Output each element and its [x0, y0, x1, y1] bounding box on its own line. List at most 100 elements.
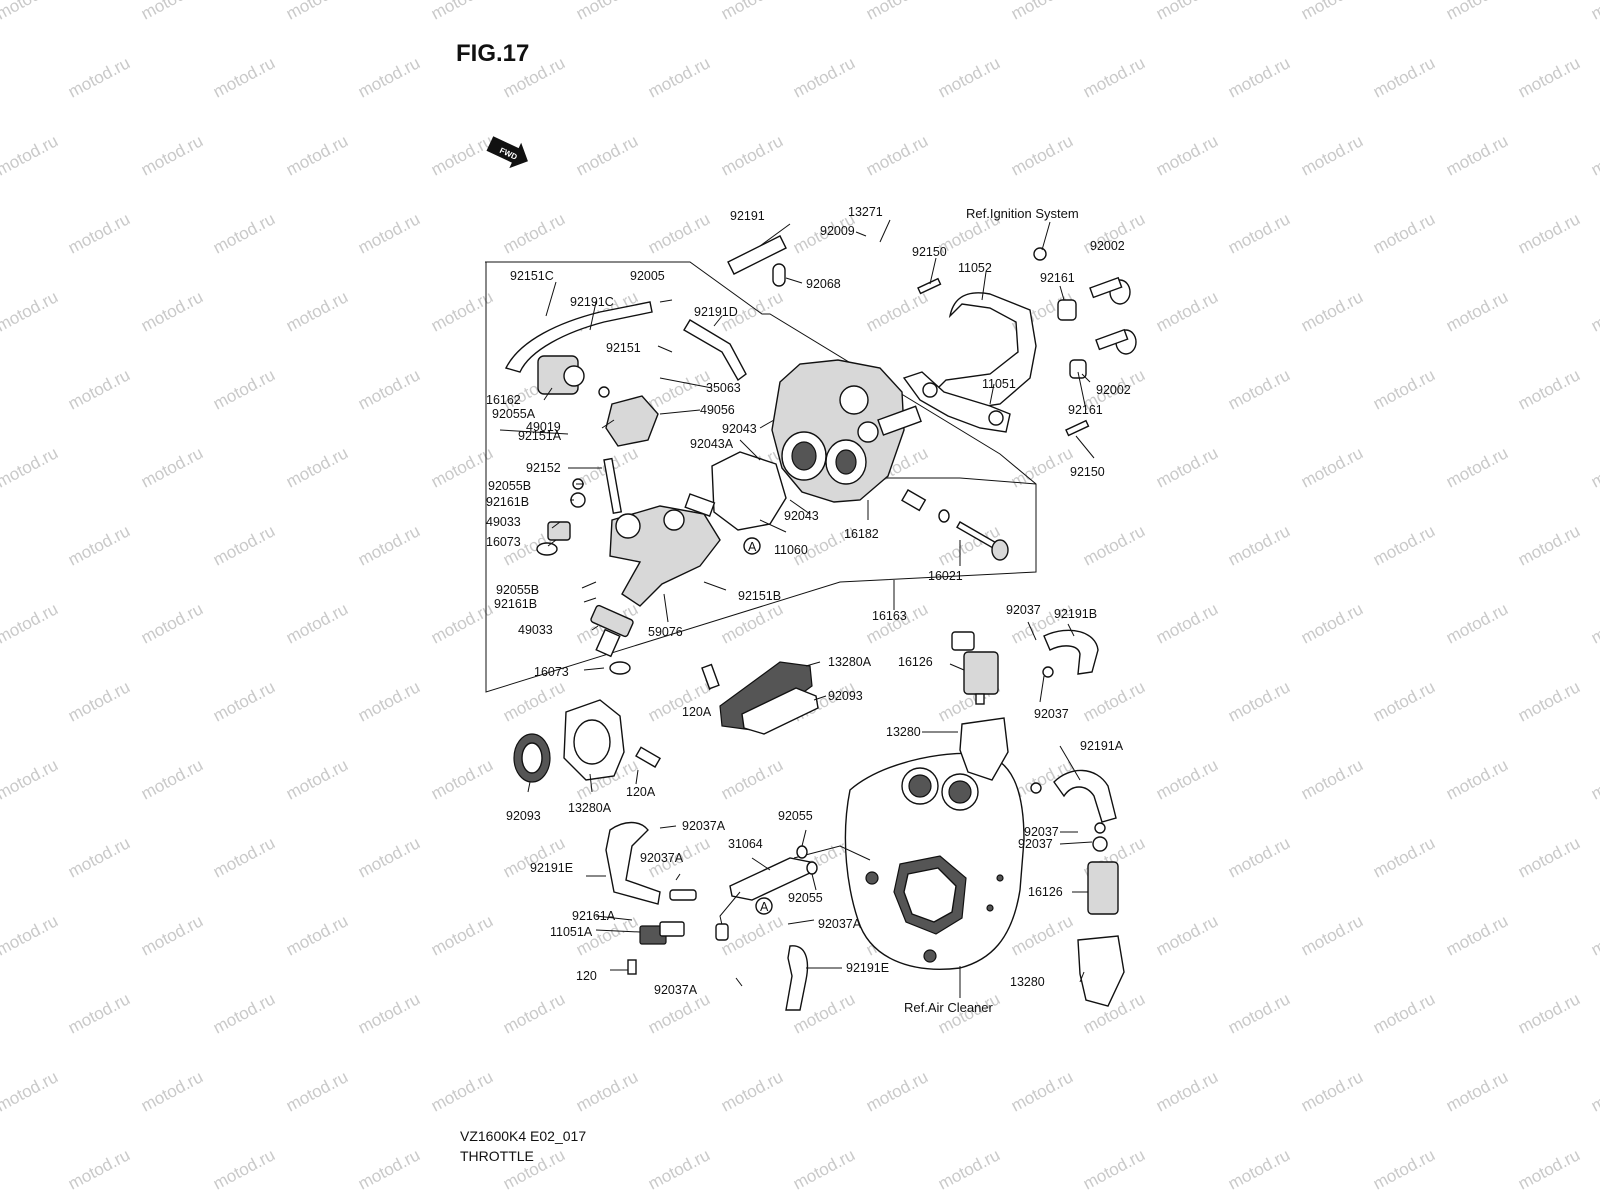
watermark-text: motod.ru: [283, 755, 351, 803]
part-number-label: 92161: [1068, 403, 1103, 417]
part-number-label: 92093: [828, 689, 863, 703]
seal-92093-upper: [741, 687, 819, 735]
solenoid-16126-lower: [1087, 836, 1119, 915]
watermark-text: motod.ru: [138, 911, 206, 959]
watermark-text: motod.ru: [428, 0, 496, 24]
plug-92068: [772, 263, 786, 287]
ref-air-cleaner: Ref.Air Cleaner: [904, 1000, 994, 1015]
watermark-text: motod.ru: [428, 131, 496, 179]
watermark-text: motod.ru: [1515, 989, 1583, 1037]
hose-92191d: [683, 319, 747, 382]
watermark-text: motod.ru: [1225, 989, 1293, 1037]
watermark-text: motod.ru: [138, 599, 206, 647]
part-number-label: 11060: [774, 543, 808, 557]
air-cleaner-base-plate: [844, 752, 1025, 970]
part-number-label: 92055B: [496, 583, 539, 597]
fuel-rail-16162: [537, 355, 610, 398]
watermark-text: motod.ru: [1225, 365, 1293, 413]
part-number-label: 92161B: [486, 495, 529, 509]
housing-13280-upper: [959, 717, 1009, 781]
part-number-label: 120A: [626, 785, 656, 799]
watermark-text: motod.ru: [1588, 287, 1600, 335]
watermark-text: motod.ru: [0, 0, 61, 24]
watermark-text: motod.ru: [1588, 911, 1600, 959]
hose-92191a: [1053, 769, 1117, 823]
watermark-text: motod.ru: [1298, 131, 1366, 179]
watermark-text: motod.ru: [283, 287, 351, 335]
part-number-label: 92043: [784, 509, 819, 523]
watermark-text: motod.ru: [1515, 53, 1583, 101]
watermark-text: motod.ru: [1080, 521, 1148, 569]
watermark-text: motod.ru: [428, 1067, 496, 1115]
adapter-13280a-lower: [563, 699, 625, 781]
watermark-text: motod.ru: [1515, 833, 1583, 881]
watermark-text: motod.ru: [138, 287, 206, 335]
watermark-text: motod.ru: [863, 599, 931, 647]
watermark-text: motod.ru: [573, 1067, 641, 1115]
injector-holder-59076: [609, 493, 721, 607]
clip-92037-c: [1094, 822, 1106, 834]
hose-92191e-left: [605, 821, 661, 905]
housing-13280-lower: [1077, 935, 1125, 1007]
watermark-text: motod.ru: [283, 0, 351, 24]
watermark-text: motod.ru: [1298, 1067, 1366, 1115]
part-number-label: 92043: [722, 422, 757, 436]
watermark-text: motod.ru: [645, 1145, 713, 1193]
bolt-120a-upper: [701, 663, 720, 690]
collar-92161-lower: [1069, 359, 1087, 379]
watermark-text: motod.ru: [1153, 911, 1221, 959]
bolt-92002-upper: [1089, 276, 1131, 305]
watermark-text: motod.ru: [1225, 677, 1293, 725]
watermark-text: motod.ru: [0, 1067, 61, 1115]
part-number-label: 92037: [1034, 707, 1069, 721]
watermark-text: motod.ru: [65, 209, 133, 257]
part-number-label: 92055: [778, 809, 813, 823]
watermark-text: motod.ru: [1588, 131, 1600, 179]
part-number-label: 92037A: [654, 983, 698, 997]
watermark-text: motod.ru: [0, 287, 61, 335]
figure-title: FIG.17: [456, 40, 530, 67]
watermark-text: motod.ru: [65, 365, 133, 413]
watermark-text: motod.ru: [355, 1145, 423, 1193]
watermark-text: motod.ru: [718, 755, 786, 803]
part-number-label: 92055A: [492, 407, 536, 421]
watermark-text: motod.ru: [573, 131, 641, 179]
watermark-text: motod.ru: [1008, 443, 1076, 491]
watermark-text: motod.ru: [1370, 989, 1438, 1037]
part-number-label: 35063: [706, 381, 741, 395]
watermark-text: motod.ru: [1370, 1145, 1438, 1193]
watermark-text: motod.ru: [863, 287, 931, 335]
screw-92150-upper: [917, 277, 942, 295]
part-number-label: 92161B: [494, 597, 537, 611]
pipe-31064: [669, 845, 871, 941]
watermark-text: motod.ru: [1225, 209, 1293, 257]
part-number-label: 49033: [486, 515, 521, 529]
part-number-label: 92005: [630, 269, 665, 283]
part-number-label: 120A: [682, 705, 712, 719]
watermark-text: motod.ru: [1008, 0, 1076, 24]
clamp-ignition: [1033, 247, 1047, 261]
part-number-label: 49019: [526, 420, 561, 434]
watermark-text: motod.ru: [283, 1067, 351, 1115]
watermark-text: motod.ru: [1153, 599, 1221, 647]
watermark-text: motod.ru: [428, 911, 496, 959]
watermark-text: motod.ru: [1443, 131, 1511, 179]
watermark-text: motod.ru: [718, 0, 786, 24]
clip-92037: [1042, 666, 1054, 678]
watermark-text: motod.ru: [138, 0, 206, 24]
part-number-label: 13280A: [828, 655, 872, 669]
watermark-text: motod.ru: [0, 911, 61, 959]
oring-92055-lower: [806, 861, 818, 875]
injector-49033-lower: [590, 604, 634, 675]
solenoid-16126-upper: [951, 631, 999, 705]
part-number-label: 92191C: [570, 295, 614, 309]
watermark-text: motod.ru: [1515, 209, 1583, 257]
part-number-label: 92151C: [510, 269, 554, 283]
part-number-label: 16162: [486, 393, 521, 407]
watermark-text: motod.ru: [863, 1067, 931, 1115]
watermark-text: motod.ru: [935, 1145, 1003, 1193]
part-number-label: 16021: [928, 569, 963, 583]
watermark-text: motod.ru: [1443, 443, 1511, 491]
watermark-text: motod.ru: [1153, 0, 1221, 24]
part-number-label: 92055: [788, 891, 823, 905]
